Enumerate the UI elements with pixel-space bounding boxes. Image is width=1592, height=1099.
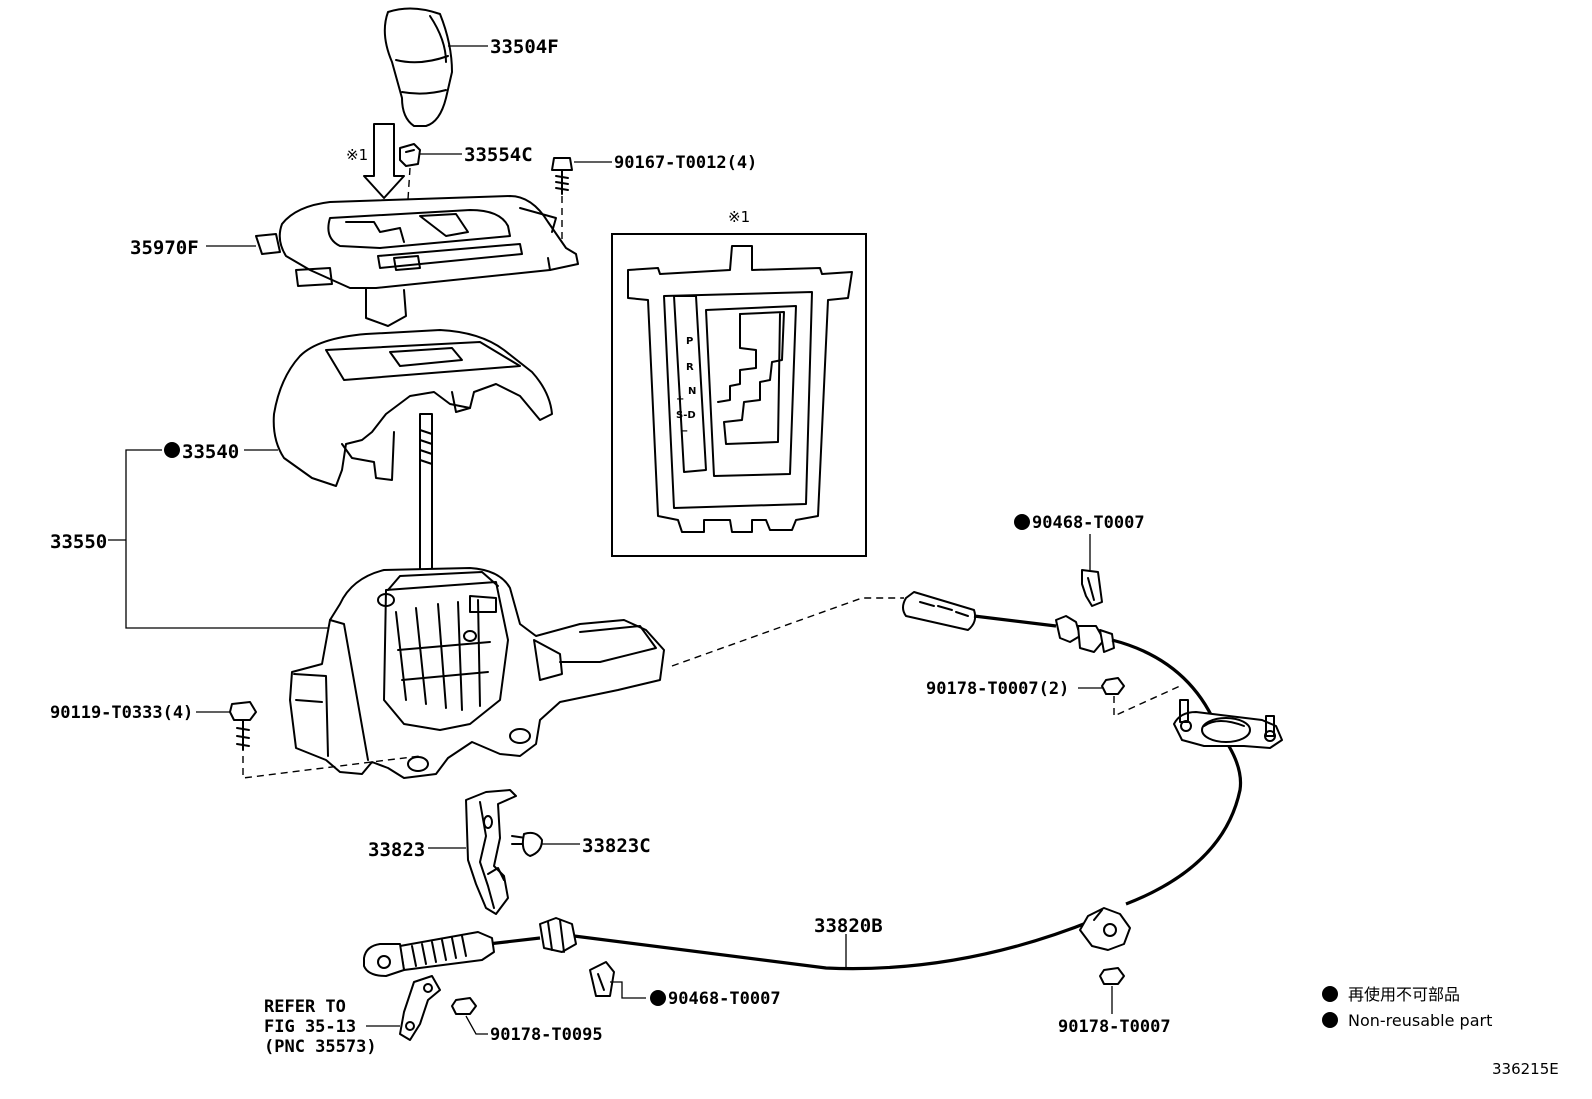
label-bracket-pin: 33823C — [582, 835, 651, 857]
legend-marker-1 — [1322, 986, 1338, 1002]
svg-text:R: R — [686, 362, 694, 373]
label-clip-bottom: 90468-T0007 — [668, 989, 781, 1009]
nut-bottom-left[interactable] — [451, 997, 477, 1015]
callout-symbol: ※1 — [346, 146, 368, 164]
install-direction-arrow — [363, 123, 405, 199]
clip-bottom[interactable] — [589, 961, 615, 997]
label-shift-lever-assy: 33550 — [50, 531, 107, 553]
refer-line-1: REFER TO — [264, 997, 346, 1017]
screw-top[interactable] — [551, 157, 573, 195]
svg-text:−: − — [680, 426, 688, 437]
non-reusable-mark-cover — [164, 442, 180, 458]
label-cover: 33540 — [182, 441, 239, 463]
non-reusable-mark-clip-bottom — [650, 990, 666, 1006]
bolt-lever[interactable] — [229, 701, 257, 751]
nut-bracket[interactable] — [1101, 677, 1125, 695]
label-knob-clip: 33554C — [464, 144, 533, 166]
clip-top[interactable] — [1081, 569, 1103, 607]
indicator-housing[interactable] — [255, 195, 579, 327]
svg-text:+: + — [676, 394, 684, 405]
refer-line-2: FIG 35-13 — [264, 1017, 356, 1037]
shift-cable[interactable] — [363, 591, 1243, 977]
callout-symbol-detail: ※1 — [728, 208, 750, 226]
legend-english: Non-reusable part — [1348, 1011, 1492, 1030]
shift-knob[interactable] — [383, 7, 453, 127]
label-bracket: 33823 — [368, 839, 425, 861]
parts-diagram: 33504F ※1 33554C 90167-T0012(4) 35970F — [50, 7, 1559, 1078]
svg-text:P: P — [686, 336, 693, 347]
bracket-pin[interactable] — [511, 831, 543, 857]
cable-mount-bracket[interactable] — [465, 789, 517, 915]
label-nut-bracket: 90178-T0007(2) — [926, 679, 1069, 699]
label-clip-top: 90468-T0007 — [1032, 513, 1145, 533]
label-knob: 33504F — [490, 36, 559, 58]
gate-plate — [627, 245, 853, 533]
refer-bracket-part[interactable] — [399, 975, 441, 1041]
svg-text:S-D: S-D — [676, 410, 696, 421]
label-indicator-housing: 35970F — [130, 237, 199, 259]
refer-line-3: (PNC 35573) — [264, 1037, 377, 1057]
non-reusable-mark-clip-top — [1014, 514, 1030, 530]
label-nut-bottom-left: 90178-T0095 — [490, 1025, 603, 1045]
label-nut-bottom-right: 90178-T0007 — [1058, 1017, 1171, 1037]
lever-cover[interactable] — [272, 329, 553, 487]
nut-bottom-right[interactable] — [1099, 967, 1125, 985]
label-bolt-lever: 90119-T0333(4) — [50, 703, 193, 723]
shift-lever-base[interactable] — [289, 413, 665, 779]
knob-clip[interactable] — [399, 143, 421, 167]
figure-id: 336215E — [1492, 1060, 1559, 1078]
cable-bracket-plate[interactable] — [1173, 699, 1283, 749]
legend: 再使用不可部品 Non-reusable part — [1322, 985, 1492, 1030]
label-cable: 33820B — [814, 915, 883, 937]
gate-position-labels: P R N + S-D − — [676, 336, 696, 437]
label-screw-top: 90167-T0012(4) — [614, 153, 757, 173]
legend-marker-2 — [1322, 1012, 1338, 1028]
svg-text:N: N — [688, 386, 696, 397]
legend-japanese: 再使用不可部品 — [1348, 985, 1460, 1004]
